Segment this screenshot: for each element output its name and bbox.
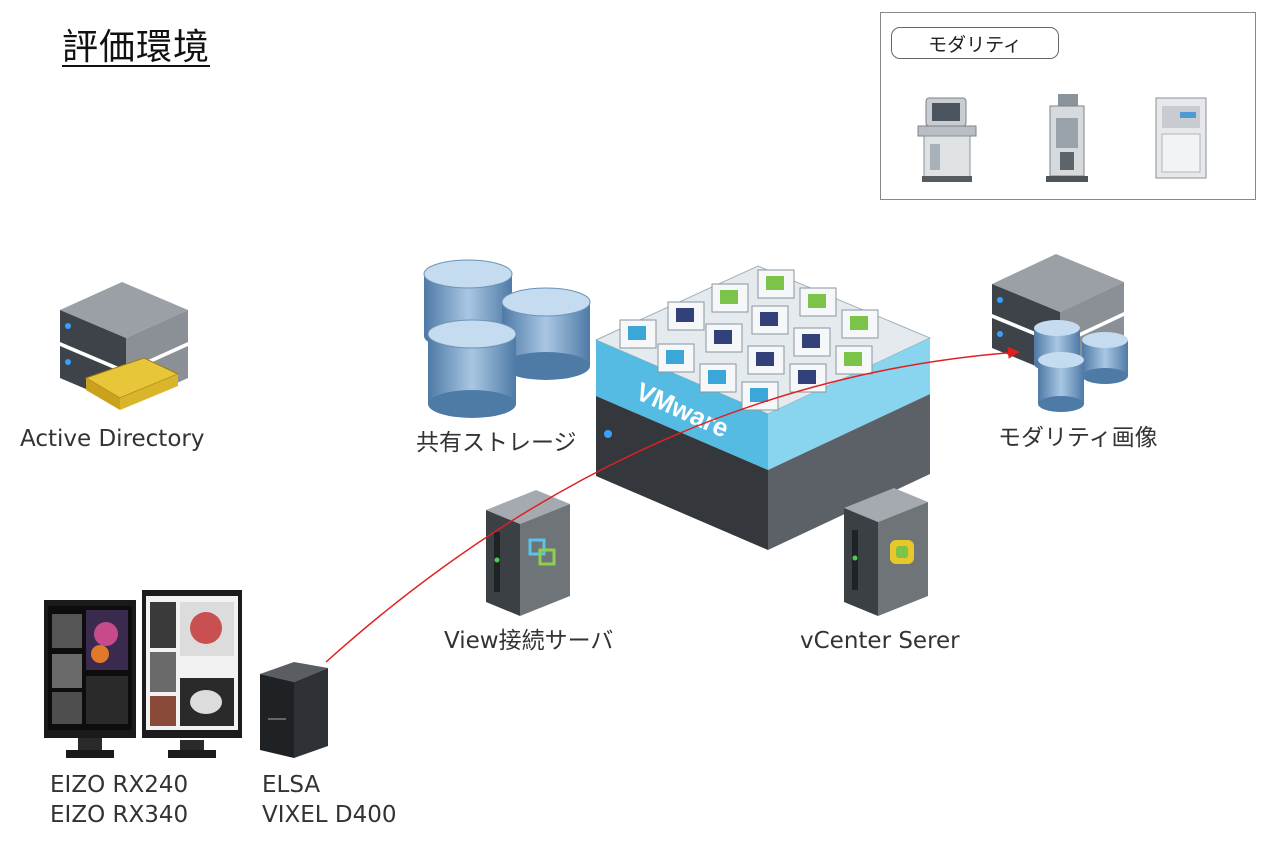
ultrasound-device-icon [917, 97, 977, 182]
view-server-icon [486, 490, 570, 616]
xray-device-icon [1046, 94, 1088, 182]
monitors-label-line1: EIZO RX240 [50, 772, 189, 798]
thin-client-icon [260, 662, 328, 758]
view-server-label: View接続サーバ [444, 628, 614, 654]
modality-legend-label: モダリティ [891, 27, 1059, 59]
modality-image-server-icon [992, 254, 1128, 412]
monitors-label-line2: EIZO RX340 [50, 802, 189, 828]
modality-images-label: モダリティ画像 [998, 425, 1158, 451]
shared-storage-label: 共有ストレージ [416, 430, 577, 456]
shared-storage-icon [423, 259, 591, 418]
vcenter-server-icon [844, 488, 928, 616]
eizo-monitor-left-icon [44, 600, 136, 758]
ct-device-icon [1155, 97, 1207, 179]
client-label-line2: VIXEL D400 [262, 802, 397, 828]
eizo-monitor-right-icon [142, 590, 242, 758]
active-directory-label: Active Directory [20, 426, 205, 452]
page-title: 評価環境 [62, 27, 211, 68]
client-label-line1: ELSA [262, 772, 321, 798]
active-directory-server-icon [60, 282, 188, 410]
vcenter-label: vCenter Serer [800, 628, 960, 654]
